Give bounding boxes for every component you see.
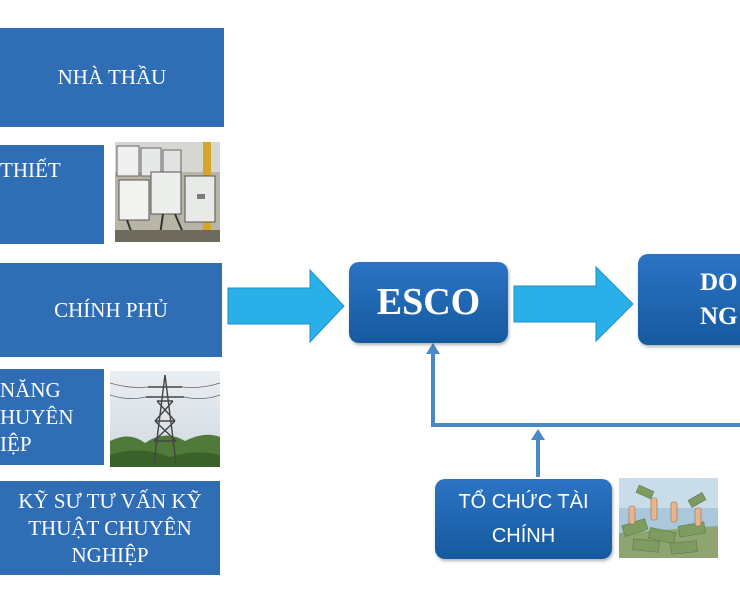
energy-label: NĂNG HUYÊN IỆP [0,377,74,456]
government-to-esco-arrow [227,268,345,344]
government-label: CHÍNH PHỦ [54,297,168,322]
enterprise-label: DO NG [700,268,738,330]
energy-box: NĂNG HUYÊN IỆP [0,369,104,465]
esco-box: ESCO [349,262,508,343]
finance-arrowhead [531,429,545,440]
equipment-label: THIẾT [0,158,61,182]
feedback-arrowhead [426,343,440,354]
contractor-box: NHÀ THẦU [0,28,224,127]
enterprise-to-esco-feedback-line [431,352,740,427]
money-photo [619,478,718,558]
enterprise-box: DO NG [638,254,740,345]
consulting-engineer-label: KỸ SƯ TƯ VẤN KỸ THUẬT CHUYÊN NGHIỆP [18,488,202,567]
consulting-engineer-box: KỸ SƯ TƯ VẤN KỸ THUẬT CHUYÊN NGHIỆP [0,481,220,575]
power-tower-photo [110,371,220,467]
electrical-cabinets-photo [115,142,220,242]
government-box: CHÍNH PHỦ [0,263,222,357]
contractor-label: NHÀ THẦU [57,65,167,89]
financial-institution-label: TỔ CHỨC TÀI CHÍNH [458,491,589,547]
electrical-cabinets-image [115,142,220,242]
equipment-box: THIẾT [0,145,104,244]
esco-to-enterprise-arrow [513,265,634,343]
financial-institution-box: TỔ CHỨC TÀI CHÍNH [435,479,612,559]
esco-label: ESCO [376,281,481,323]
power-tower-image [110,371,220,467]
money-image [619,478,718,558]
